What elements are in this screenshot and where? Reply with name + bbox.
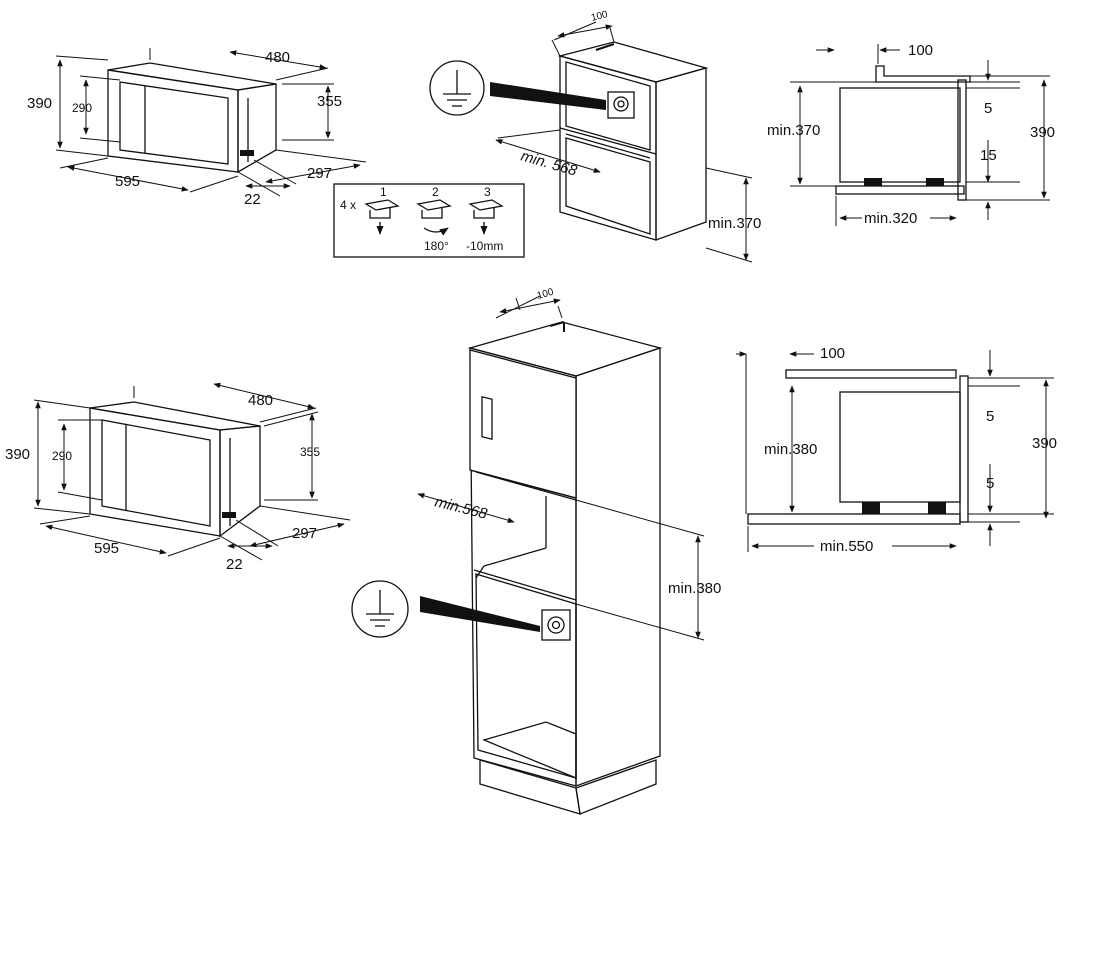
install-step-1-number: 1 [380, 185, 387, 199]
top-height-outer-label: 390 [27, 95, 52, 112]
ground-symbol-bottom [351, 580, 409, 638]
install-step-2-caption: 180° [424, 239, 449, 253]
top-lip-label: 22 [244, 191, 261, 208]
bottom-side-depth-label: 100 [820, 345, 845, 362]
bottom-side-gap-top-label: 5 [986, 408, 994, 425]
install-step-1-icon [364, 199, 400, 235]
bottom-width-label: 480 [248, 392, 273, 409]
top-cavity-label: 297 [307, 165, 332, 182]
bottom-front-width-label: 595 [94, 540, 119, 557]
bottom-side-min-height-label: min.380 [764, 441, 817, 458]
top-side-height-label: 390 [1030, 124, 1055, 141]
top-side-min-depth-label: min.320 [864, 210, 917, 227]
bottom-height-inner-label: 290 [52, 449, 72, 463]
top-side-gap-top-label: 5 [984, 100, 992, 117]
bottom-microwave-front-view: 480 355 390 290 595 22 297 [5, 382, 351, 573]
install-step-2-icon [416, 199, 452, 236]
install-step-3-caption: -10mm [466, 239, 503, 253]
top-cabinet-depth-label: 100 [590, 9, 609, 24]
bottom-cabinet-min-height-label: min.380 [668, 580, 721, 597]
bottom-cavity-label: 297 [292, 525, 317, 542]
bottom-tall-cabinet-view: 100 min.568 min.380 [351, 287, 721, 815]
install-steps-count: 4 x [340, 198, 356, 212]
top-cabinet-min-width-label: min. 568 [519, 148, 580, 180]
bottom-side-gap-bottom-label: 5 [986, 475, 994, 492]
top-depth-label: 355 [317, 93, 342, 110]
bottom-side-view: 100 min.380 5 5 390 min.550 [736, 345, 1057, 555]
install-step-3-icon [468, 199, 504, 235]
top-cabinet-min-height-label: min.370 [708, 215, 761, 232]
top-front-width-label: 595 [115, 173, 140, 190]
install-step-3-number: 3 [484, 185, 491, 199]
bottom-height-outer-label: 390 [5, 446, 30, 463]
bottom-lip-label: 22 [226, 556, 243, 573]
top-cabinet-view: 100 min. 568 min.370 [429, 9, 761, 263]
install-steps-panel: 4 x 1 2 3 180° -10mm [333, 183, 525, 258]
bottom-cabinet-min-width-label: min.568 [433, 493, 490, 523]
ground-symbol-top [429, 60, 485, 116]
bottom-depth-label: 355 [300, 445, 320, 459]
install-step-2-number: 2 [432, 185, 439, 199]
top-side-gap-bottom-label: 15 [980, 147, 997, 164]
bottom-side-height-label: 390 [1032, 435, 1057, 452]
top-height-inner-label: 290 [72, 101, 92, 115]
bottom-side-min-depth-label: min.550 [820, 538, 873, 555]
top-side-depth-label: 100 [908, 42, 933, 59]
top-side-min-height-label: min.370 [767, 122, 820, 139]
bottom-cabinet-depth-label: 100 [536, 287, 555, 302]
top-width-label: 480 [265, 49, 290, 66]
top-side-view: 100 min.370 5 15 390 min.320 [767, 42, 1055, 227]
top-microwave-front-view: 480 355 390 290 595 22 297 [27, 48, 367, 208]
